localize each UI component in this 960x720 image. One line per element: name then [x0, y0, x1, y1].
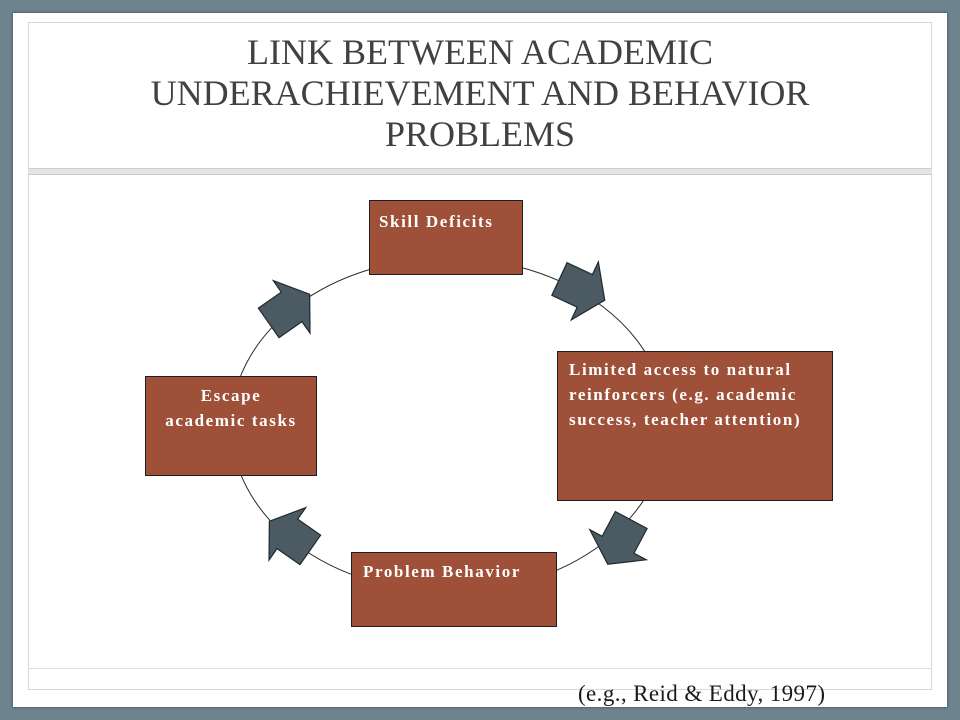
title-separator: [28, 168, 932, 175]
node-skill-deficits: Skill Deficits: [369, 200, 523, 275]
node-problem-behavior: Problem Behavior: [351, 552, 557, 627]
citation: (e.g., Reid & Eddy, 1997): [578, 681, 826, 706]
cycle-arrow-problem-to-escape: [268, 506, 322, 566]
block-arrow-icon: [551, 259, 606, 322]
title-line-2: UNDERACHIEVEMENT AND BEHAVIOR: [150, 73, 810, 113]
title-line-3: PROBLEMS: [384, 114, 576, 154]
node-limited-access: Limited access to natural reinforcers (e…: [557, 351, 833, 501]
footer-rule: [28, 668, 932, 669]
cycle-arrow-limited-to-problem: [588, 510, 649, 565]
slide-title: LINK BETWEEN ACADEMIC UNDERACHIEVEMENT A…: [28, 32, 932, 155]
node-label-line-3: success, teacher attention): [569, 410, 802, 429]
block-arrow-icon: [588, 510, 649, 565]
node-label-line-2: reinforcers (e.g. academic: [569, 385, 797, 404]
slide-inner-border: [28, 22, 932, 690]
block-arrow-icon: [257, 279, 311, 339]
node-label-line-1: Escape: [200, 386, 262, 405]
node-label-line-2: academic tasks: [165, 411, 297, 430]
node-label-line-1: Limited access to natural: [569, 360, 792, 379]
node-label: Skill Deficits: [379, 212, 494, 231]
node-escape-academic-tasks: Escape academic tasks: [145, 376, 317, 476]
cycle-arrow-escape-to-skill: [257, 279, 311, 339]
block-arrow-icon: [268, 506, 322, 566]
cycle-arrow-skill-to-limited: [551, 259, 606, 322]
node-label: Problem Behavior: [363, 562, 521, 581]
title-line-1: LINK BETWEEN ACADEMIC: [247, 32, 713, 72]
